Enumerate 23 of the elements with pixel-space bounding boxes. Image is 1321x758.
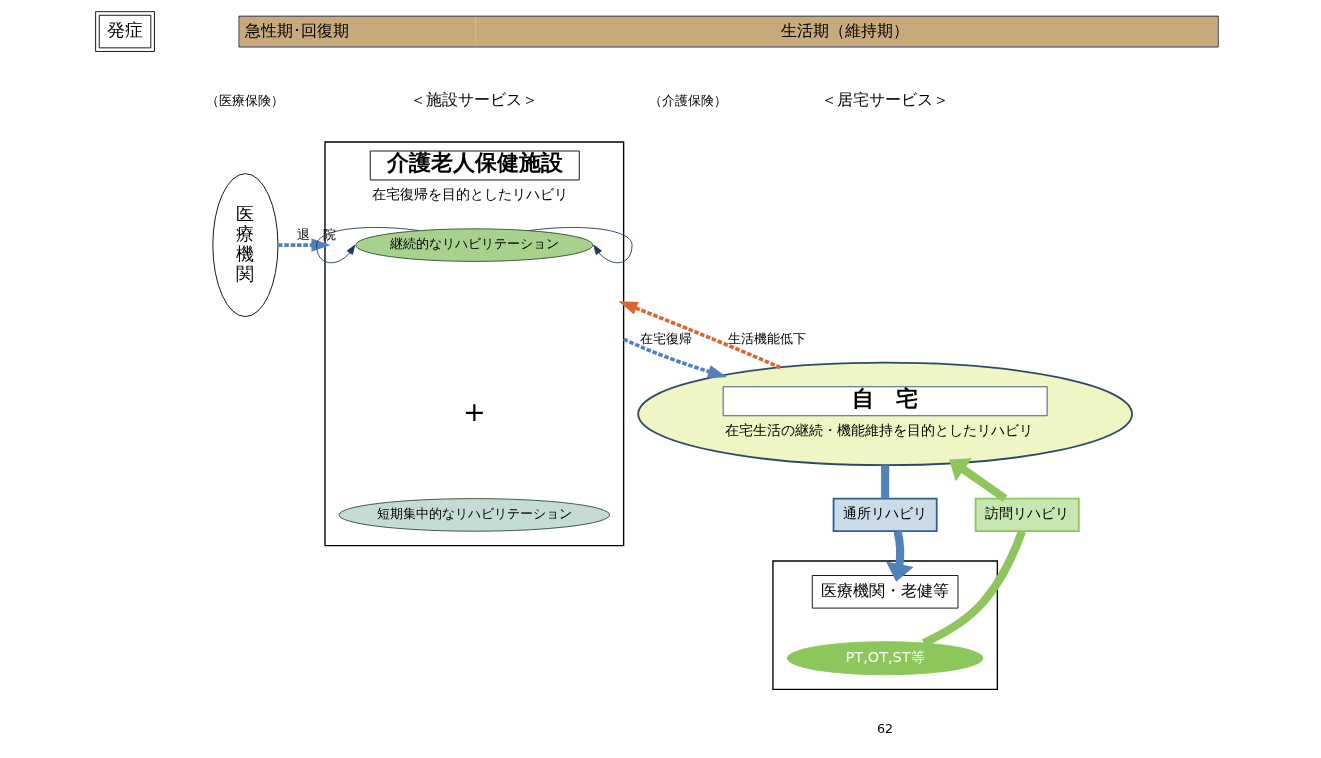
label: （医療保険）: [206, 92, 285, 108]
node-ellipse: 継続的なリハビリテーション: [355, 228, 594, 262]
label: 62: [877, 721, 894, 737]
label: ＜居宅サービス＞: [821, 90, 950, 110]
edge-label: 生活機能低下: [728, 331, 807, 347]
arrow: [885, 530, 914, 582]
node-box: 医療機関・老健等: [811, 575, 959, 609]
node-ellipse: 自 宅 在宅生活の継続・機能維持を目的としたリハビリ: [637, 361, 1133, 467]
node-ellipse: 医療機関: [212, 173, 279, 318]
label: （介護保険）: [648, 92, 727, 108]
node-box: 通所リハビリ: [832, 497, 938, 533]
arrow: [622, 337, 727, 378]
edge-label: 在宅復帰: [640, 331, 693, 347]
connector: [921, 529, 1026, 647]
connector: [881, 465, 890, 499]
node-box: 訪問リハビリ: [974, 497, 1080, 533]
arrow: [949, 458, 1008, 502]
node-ellipse: 短期集中的なリハビリテーション: [338, 498, 611, 532]
arrow: [618, 301, 782, 370]
arrow: [278, 238, 331, 252]
node-ellipse: PT,OT,ST等: [786, 641, 984, 676]
label: +: [462, 395, 486, 427]
label: ＜施設サービス＞: [410, 90, 539, 110]
